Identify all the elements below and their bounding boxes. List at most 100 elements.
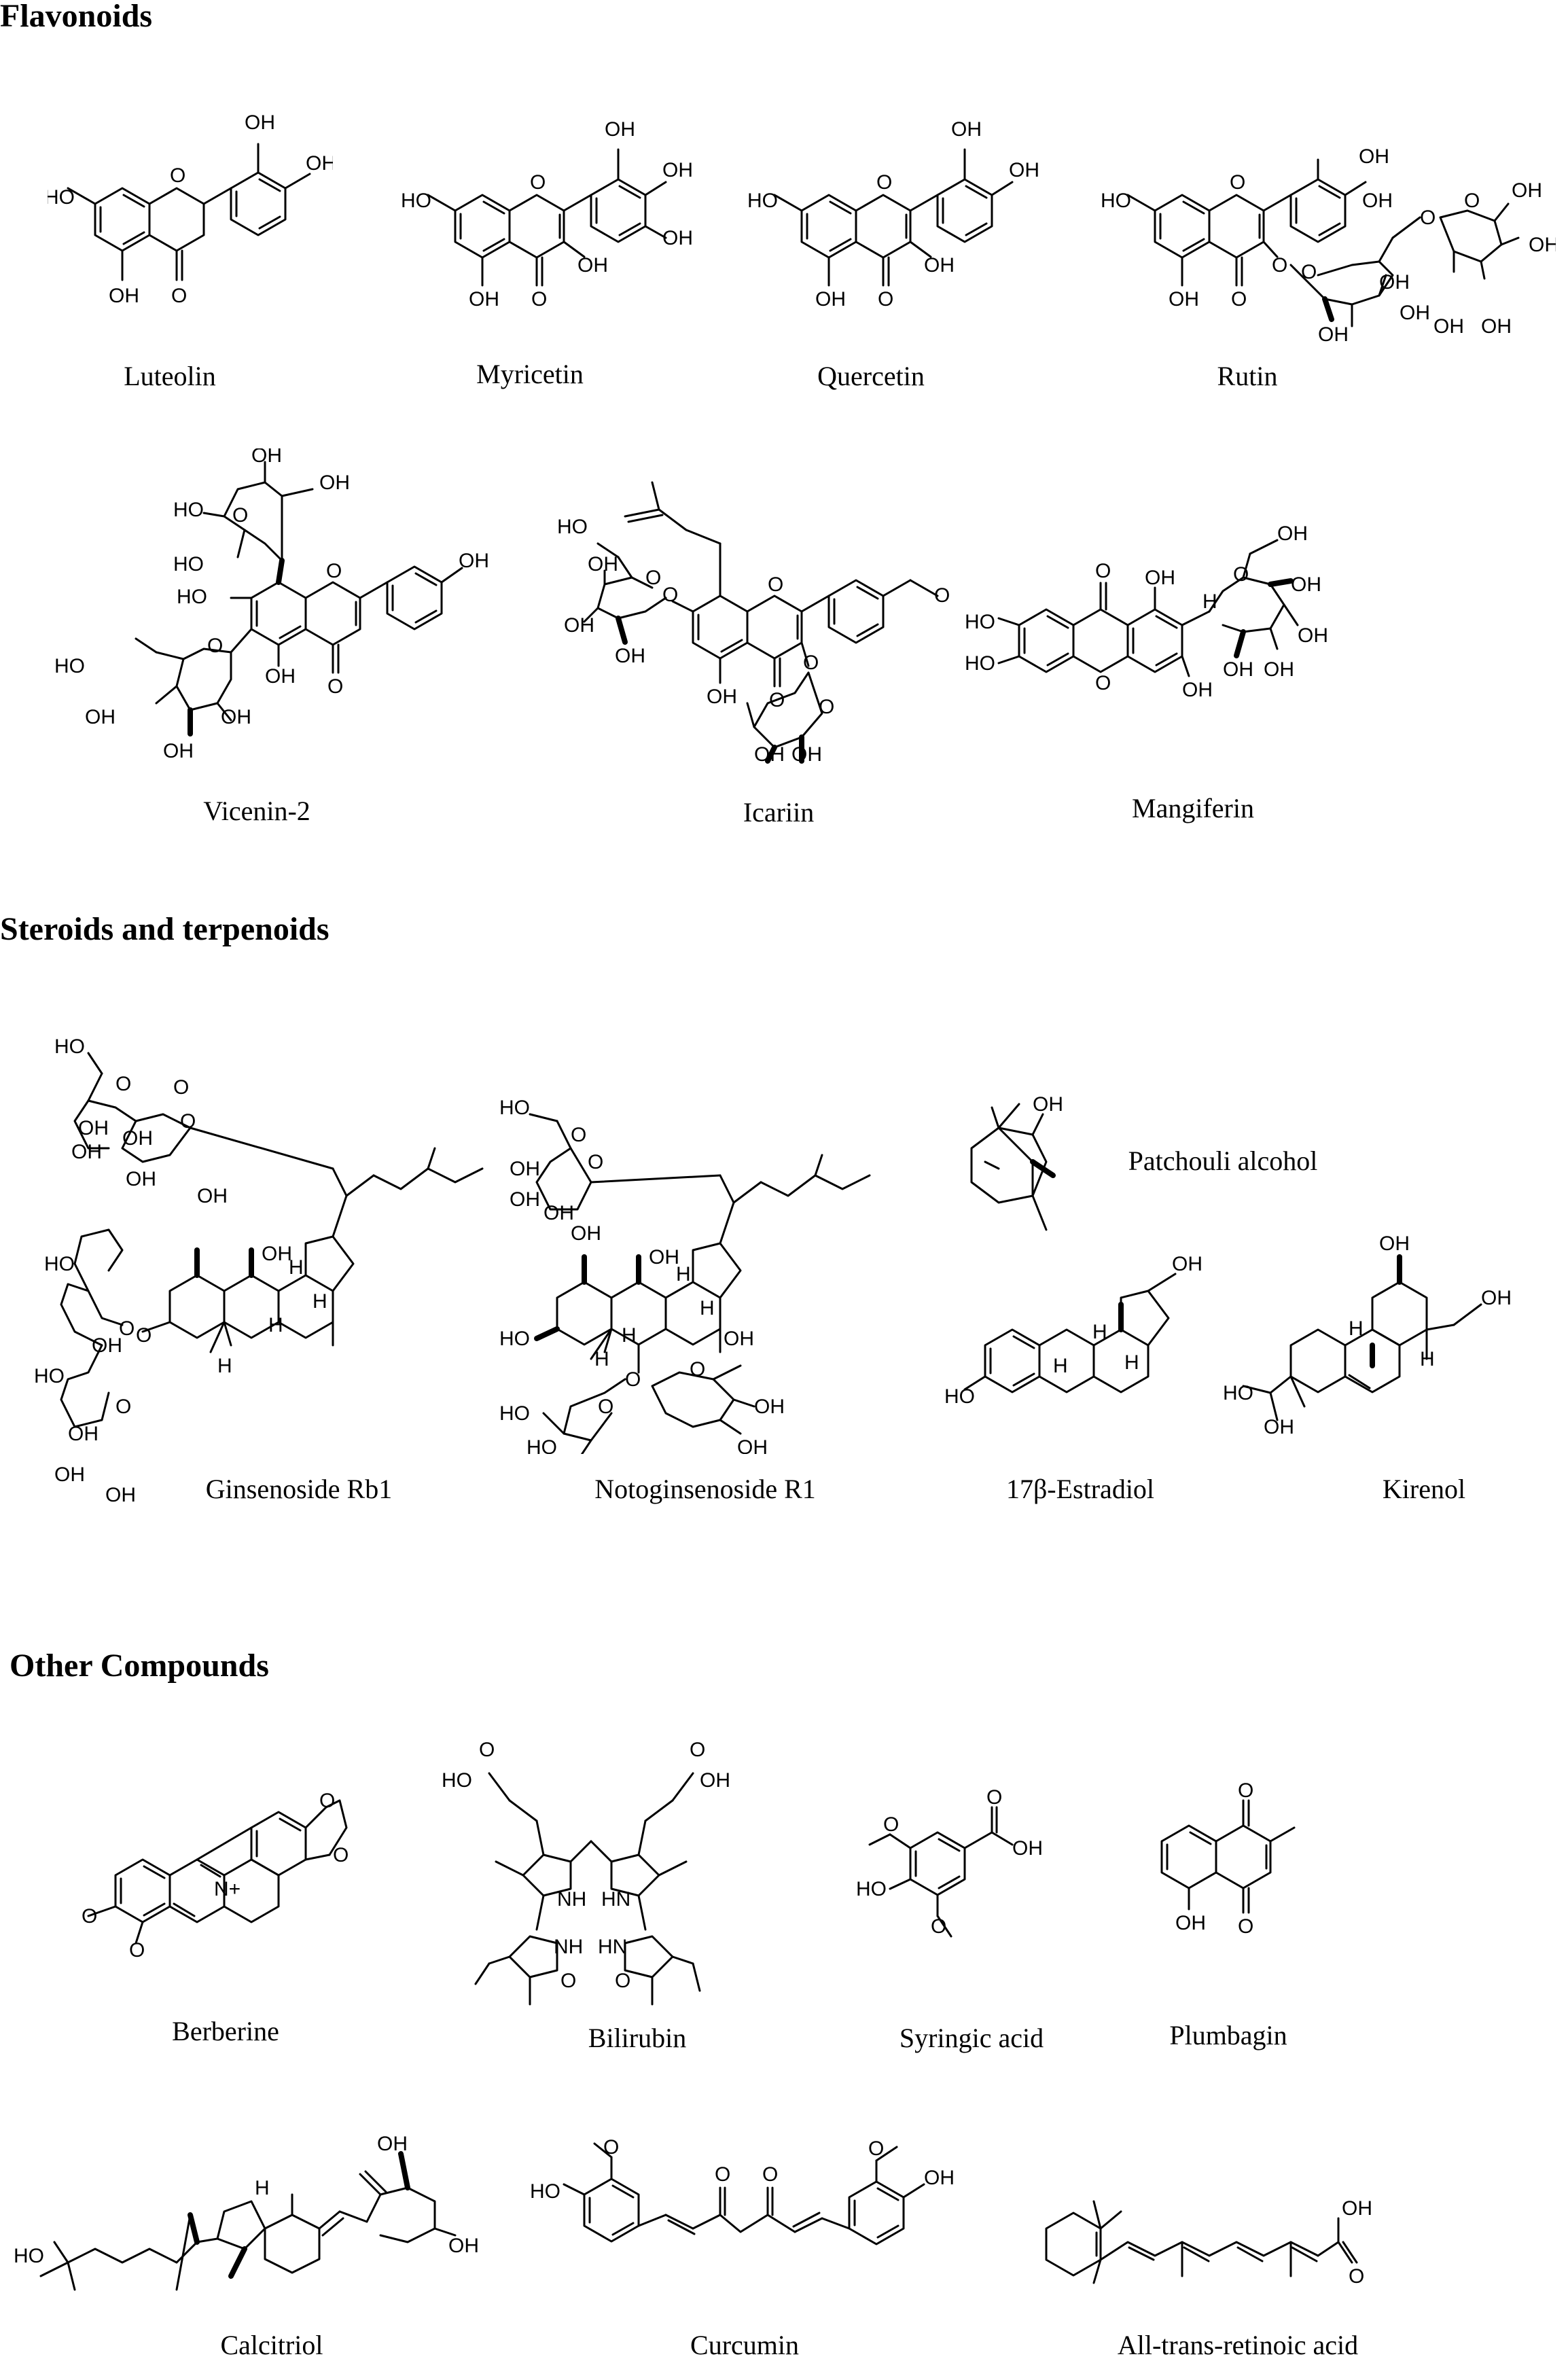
atom-oxygen-ring: O — [571, 1124, 586, 1146]
atom-hydroxyl: HO — [965, 652, 995, 675]
plumbagin-structure: O O OH — [1160, 1779, 1296, 1938]
atom-hydroxyl: OH — [469, 288, 499, 310]
compound-label-notoginsenoside-r1: Notoginsenoside R1 — [594, 1474, 816, 1504]
atom-oxygen-ring: O — [115, 1073, 131, 1095]
atom-hydrogen: H — [1349, 1317, 1364, 1340]
atom-hydrogen: H — [1202, 590, 1217, 613]
atom-hydroxyl: HO — [54, 1035, 85, 1058]
compound-label-kirenol: Kirenol — [1382, 1474, 1466, 1504]
compound-label-retinoic-acid: All-trans-retinoic acid — [1117, 2330, 1359, 2360]
atom-oxygen-carbonyl: O — [531, 288, 547, 310]
compound-label-ginsenoside-rb1: Ginsenoside Rb1 — [205, 1474, 393, 1504]
atom-oxygen-ring: O — [645, 567, 661, 589]
atom-hydroxyl: OH — [924, 254, 955, 277]
atom-oxygen-ring: O — [819, 696, 834, 718]
atom-oxygen-carbonyl: O — [878, 288, 893, 310]
atom-oxygen-ring: O — [1230, 171, 1245, 194]
atom-hydroxyl: OH — [221, 706, 251, 728]
atom-hydroxyl: OH — [577, 254, 608, 277]
atom-hydroxyl: OH — [163, 740, 194, 761]
atom-oxygen-carbonyl: O — [327, 675, 343, 698]
atom-hydroxyl: HO — [173, 553, 204, 575]
atom-hydroxyl: OH — [615, 645, 645, 667]
atom-oxygen-ring: O — [1095, 672, 1111, 694]
bilirubin-structure: NH HN NH HN O O HO O OH O — [442, 1739, 730, 2006]
atom-hydroxyl: OH — [510, 1188, 540, 1211]
atom-hydroxyl: OH — [1433, 315, 1464, 338]
atom-hydroxyl: OH — [605, 118, 635, 141]
atom-oxygen-ring: O — [1301, 261, 1317, 283]
atom-hydroxyl: OH — [262, 1243, 292, 1265]
compound-label-plumbagin: Plumbagin — [1169, 2020, 1287, 2051]
atom-oxygen-ring: O — [598, 1396, 613, 1418]
atom-oxygen-carbonyl: O — [1238, 1915, 1253, 1938]
atom-hydroxyl: OH — [737, 1436, 768, 1454]
curcumin-structure: HO O O O O OH — [530, 2136, 955, 2245]
atom-hydroxyl: OH — [791, 743, 822, 766]
atom-oxygen-carbonyl: O — [171, 285, 187, 307]
atom-hydroxyl: OH — [122, 1127, 153, 1150]
atom-hydroxyl: HO — [856, 1878, 887, 1900]
kirenol-structure: OH OH HO OH H H — [1223, 1232, 1512, 1438]
retinoic-acid-structure: OH O — [1045, 2197, 1372, 2288]
atom-hydrogen: H — [255, 2177, 270, 2199]
atom-hydroxyl: HO — [530, 2180, 560, 2203]
compound-label-estradiol: 17β-Estradiol — [1005, 1474, 1155, 1504]
atom-oxygen-ether: O — [931, 1915, 946, 1938]
atom-hydroxyl: OH — [544, 1202, 574, 1224]
atom-hydrogen: H — [289, 1256, 304, 1279]
atom-hydroxyl: OH — [1277, 523, 1308, 545]
atom-hydroxyl: OH — [571, 1222, 601, 1245]
atom-hydroxyl: OH — [924, 2167, 955, 2189]
compound-label-syringic-acid: Syringic acid — [899, 2023, 1044, 2053]
compound-label-curcumin: Curcumin — [690, 2330, 799, 2360]
atom-oxygen-carbonyl: O — [1231, 288, 1247, 310]
atom-hydroxyl: OH — [1175, 1912, 1206, 1934]
atom-hydrogen: H — [622, 1324, 637, 1347]
atom-hydroxyl: OH — [1012, 1837, 1043, 1860]
atom-hydroxyl: OH — [1169, 288, 1199, 310]
atom-hydroxyl: OH — [306, 152, 333, 175]
atom-oxygen-ring: O — [170, 164, 185, 187]
atom-hydroxyl: HO — [944, 1385, 975, 1408]
atom-hydrogen: H — [594, 1348, 609, 1370]
atom-oxygen-carbonyl: O — [615, 1970, 630, 1992]
atom-oxygen-ring: O — [207, 635, 223, 657]
atom-hydroxyl: OH — [1400, 302, 1430, 324]
atom-hydroxyl: OH — [459, 550, 489, 572]
atom-oxygen-carbonyl: O — [762, 2163, 778, 2186]
atom-oxygen-glycosidic: O — [1272, 254, 1287, 277]
atom-hydroxyl: HO — [177, 586, 207, 608]
atom-hydroxyl: OH — [1379, 1232, 1410, 1255]
atom-hydrogen: H — [700, 1297, 715, 1319]
atom-hydroxyl: OH — [319, 472, 350, 494]
atom-oxygen-ring: O — [876, 171, 892, 194]
atom-oxygen-ring: O — [768, 573, 783, 596]
atom-oxygen-carbonyl: O — [479, 1739, 495, 1761]
atom-hydroxyl: HO — [527, 1436, 557, 1454]
atom-oxygen-ring: O — [530, 171, 546, 194]
patchouli-alcohol-structure: OH — [970, 1093, 1063, 1231]
atom-oxygen-ring: O — [232, 504, 248, 527]
atom-oxygen-ether: O — [603, 2136, 619, 2159]
atom-hydroxyl: OH — [251, 448, 282, 467]
compound-label-vicenin-2: Vicenin-2 — [203, 796, 310, 826]
atom-hydroxyl: OH — [1033, 1093, 1063, 1116]
compound-label-mangiferin: Mangiferin — [1132, 793, 1254, 823]
section-heading-flavonoids: Flavonoids — [0, 0, 153, 34]
atom-oxygen-carbonyl: O — [690, 1739, 705, 1761]
atom-hydroxyl: HO — [499, 1097, 530, 1119]
atom-hydroxyl: HO — [499, 1328, 530, 1350]
atom-amine: NH — [557, 1888, 586, 1911]
atom-oxygen-carbonyl: O — [1238, 1779, 1253, 1802]
atom-oxygen-glycosidic: O — [588, 1151, 603, 1173]
atom-hydrogen: H — [1053, 1355, 1068, 1377]
atom-hydrogen: H — [1092, 1321, 1107, 1343]
atom-hydroxyl: OH — [510, 1158, 540, 1180]
atom-oxygen-ring: O — [173, 1076, 189, 1099]
atom-hydroxyl: OH — [109, 285, 139, 307]
atom-oxygen-carbonyl: O — [715, 2163, 730, 2186]
atom-hydroxyl: OH — [78, 1117, 109, 1139]
atom-hydrogen: H — [1420, 1348, 1435, 1370]
atom-hydroxyl: OH — [754, 1396, 785, 1418]
